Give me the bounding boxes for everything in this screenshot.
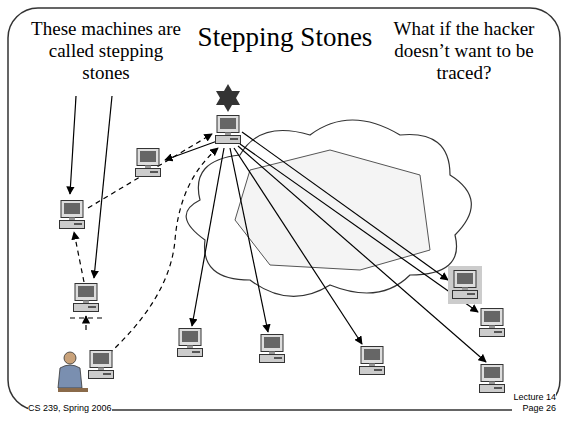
label-pointers bbox=[70, 96, 112, 278]
hop-arrows bbox=[70, 134, 218, 360]
hacker-computer bbox=[216, 116, 241, 144]
page-footer: Lecture 14 Page 26 bbox=[512, 392, 556, 414]
slide-frame bbox=[8, 8, 560, 410]
target-computer bbox=[480, 365, 505, 393]
label-pointer bbox=[70, 96, 76, 194]
hacker-home-computer bbox=[89, 351, 114, 379]
attack-arrow bbox=[242, 132, 448, 280]
label-pointer bbox=[94, 96, 112, 278]
target-computer bbox=[178, 329, 203, 357]
computers bbox=[60, 116, 505, 393]
stepping-stone-computer bbox=[74, 284, 99, 312]
internet-cloud bbox=[186, 120, 471, 296]
attack-arrow bbox=[238, 146, 486, 362]
stepping-stone-computer bbox=[60, 201, 85, 229]
highlight-box bbox=[448, 266, 482, 304]
hop-arrow bbox=[85, 316, 86, 330]
attack-arrow bbox=[230, 148, 268, 332]
computer bbox=[136, 149, 161, 177]
target-computer bbox=[453, 271, 478, 299]
slide-title: Stepping Stones bbox=[185, 22, 385, 52]
hacker-person bbox=[58, 352, 88, 392]
dashed-mark bbox=[70, 317, 104, 318]
hop-arrow bbox=[102, 148, 218, 360]
star-of-david bbox=[216, 84, 240, 112]
question-text: What if the hacker doesn’t want to be tr… bbox=[378, 18, 550, 84]
callout-text: These machines are called stepping stone… bbox=[30, 18, 182, 84]
attack-arrows bbox=[165, 132, 486, 362]
target-computer bbox=[360, 347, 385, 375]
target-computer bbox=[480, 309, 505, 337]
target-computer bbox=[260, 335, 285, 363]
course-footer: CS 239, Spring 2006 bbox=[28, 403, 112, 414]
attack-arrow bbox=[234, 148, 362, 344]
attack-arrow bbox=[192, 148, 224, 326]
attack-arrow bbox=[240, 144, 478, 312]
hop-arrow bbox=[74, 232, 84, 282]
